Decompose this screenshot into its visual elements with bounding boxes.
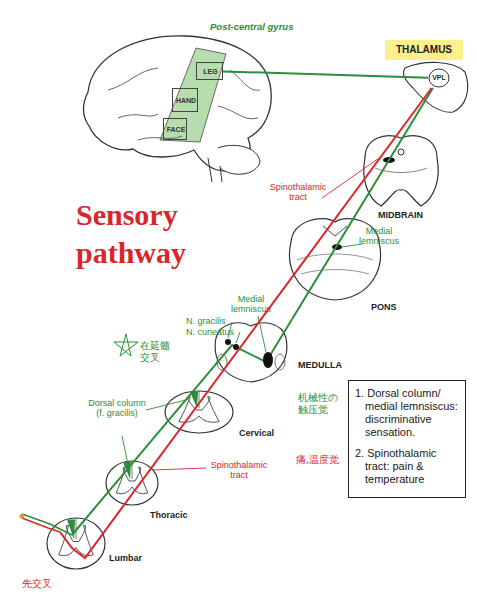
medial-lemniscus-blob: [263, 352, 273, 368]
pons-section: PONS: [283, 212, 387, 304]
label-text: Medial lemniscus: [350, 226, 408, 246]
label-text: N. cuneatus: [186, 327, 246, 337]
node-text: MEDULLA: [298, 360, 358, 371]
node-text: Post-central gyrus: [210, 21, 310, 32]
label-text: N. gracilis: [186, 316, 242, 326]
medial-lemniscus-blob: [383, 157, 395, 163]
node-text: VPL: [428, 73, 450, 82]
label-text: 痛,温度觉: [296, 454, 360, 466]
brain-node: Post-central gyrusLEGHANDFACE: [78, 30, 274, 182]
thalamus-outline: [403, 62, 467, 112]
handwritten-star: [114, 334, 138, 356]
median-septum: [199, 391, 200, 408]
vpl-node: VPL: [428, 68, 450, 88]
tract-line: [107, 88, 432, 528]
node-text: FACE: [164, 125, 188, 134]
pontine-fibres: [297, 254, 373, 274]
leader-line: [153, 468, 206, 470]
median-septum: [76, 518, 77, 539]
medial-lemniscus-blob: [332, 244, 342, 250]
node-text: Lumbar: [109, 553, 169, 564]
leader-line: [146, 400, 186, 410]
node-text: HAND: [173, 96, 199, 105]
label-text: 机械性の触压觉: [298, 392, 342, 416]
node-text: 1. Dorsal column/ medial lemnsiscus: dis…: [355, 387, 459, 439]
label-text: Medial lemniscus: [226, 294, 276, 314]
label-text: Dorsal column (f. gracilis): [86, 398, 148, 418]
aqueduct: [398, 149, 404, 155]
receptor-dot: [20, 514, 25, 519]
cord-outline: [47, 518, 105, 569]
nucleus-gracilis: [225, 339, 231, 345]
midbrain-section: MIDBRAIN: [355, 128, 447, 210]
lumbar-section: Lumbar: [45, 515, 107, 572]
leader-line: [322, 156, 382, 198]
substantia-nigra: [375, 168, 427, 173]
postcentral-gyrus-area: [160, 48, 226, 142]
label-text: Spinothalamic tract: [262, 182, 334, 202]
face-area: FACE: [163, 118, 187, 140]
title-text: Sensory pathway: [76, 196, 236, 272]
cervical-section: Cervical: [163, 388, 235, 436]
thalamus-node: THALAMUS VPL: [383, 38, 471, 114]
node-text: THALAMUS: [385, 40, 463, 60]
node-shape: [45, 515, 107, 572]
node-text: Cervical: [239, 428, 299, 439]
node-text: MIDBRAIN: [378, 210, 448, 221]
cord-outline: [165, 391, 233, 433]
leader-line: [342, 244, 362, 247]
dorsal-column-area: [123, 462, 131, 479]
leader-line: [228, 322, 232, 338]
olive: [275, 354, 285, 370]
key-box: 1. Dorsal column/ medial lemnsiscus: dis…: [348, 380, 466, 498]
leader-line: [236, 332, 240, 343]
dorsal-column-segment: [72, 515, 89, 535]
dorsal-column-area: [67, 520, 75, 540]
cord-outline: [106, 461, 158, 505]
spinothalamic-segment: [60, 528, 107, 558]
node-shape: [163, 388, 235, 436]
brainstem-stub: [208, 158, 222, 182]
label-text: 先交叉: [22, 578, 72, 590]
node-text: PONS: [371, 302, 421, 313]
tract-line: [89, 371, 210, 515]
dorsal-root-red: [22, 518, 60, 532]
dorsal-column-area: [190, 392, 198, 408]
decussation-segment: [210, 319, 292, 371]
fourth-ventricle: [323, 226, 347, 236]
cerebellum: [218, 145, 260, 174]
vpl-circle: [429, 69, 449, 87]
olive: [217, 354, 227, 370]
node-text: LEG: [197, 67, 224, 76]
node-text: 2. Spinothalamic tract: pain & temperatu…: [355, 447, 459, 486]
tract-line: [223, 71, 428, 77]
leader-line: [258, 316, 266, 352]
leader-line: [122, 436, 128, 464]
dorsal-root-green: [22, 514, 72, 535]
nucleus-cuneatus: [233, 344, 239, 350]
node-shape: [283, 212, 387, 304]
node-shape: [104, 458, 160, 508]
leg-area: LEG: [196, 62, 223, 80]
node-shape: [78, 30, 274, 182]
hand-area: HAND: [172, 88, 198, 112]
node-text: Thoracic: [150, 510, 210, 521]
tract-line: [292, 88, 433, 319]
median-septum: [132, 461, 133, 479]
label-text: Spinothalamic tract: [204, 460, 274, 480]
midbrain-outline: [364, 136, 438, 206]
thoracic-section: Thoracic: [104, 458, 160, 508]
label-text: 在延髓交叉: [140, 340, 176, 364]
node-shape: [355, 128, 447, 210]
